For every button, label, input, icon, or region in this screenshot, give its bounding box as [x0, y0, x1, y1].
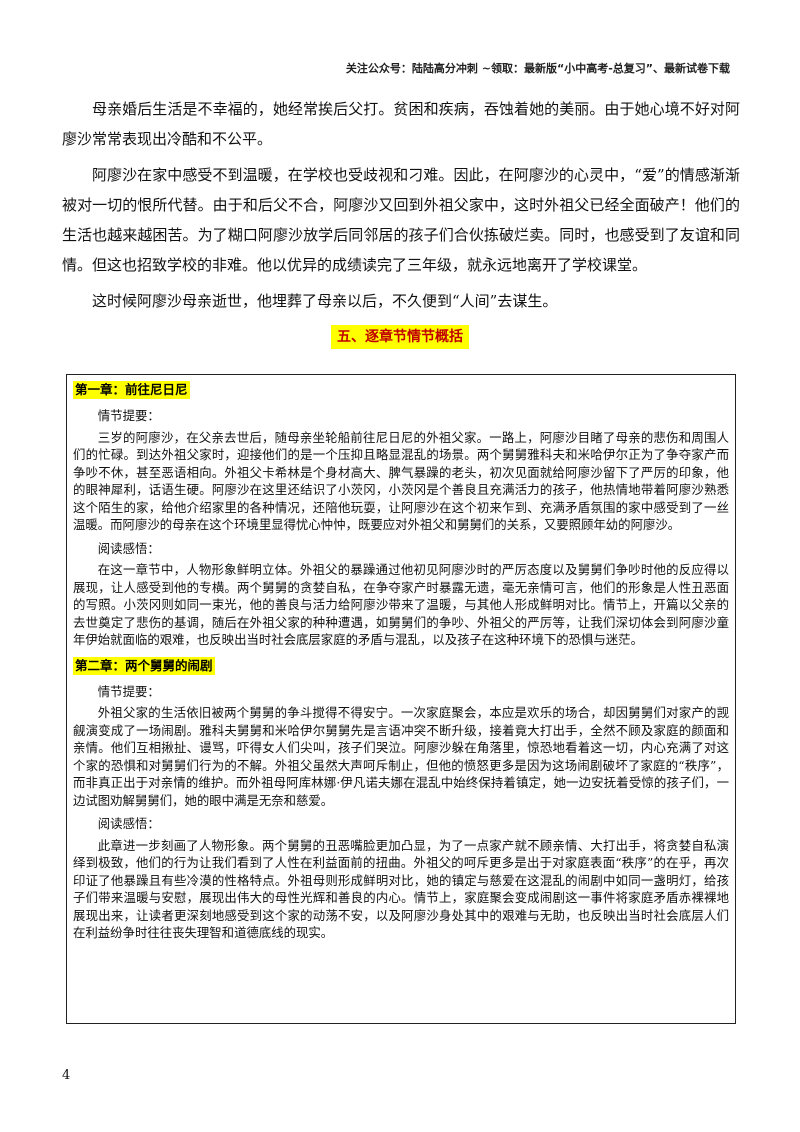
review-text: 在这一章节中，人物形象鲜明立体。外祖父的暴躁通过他初见阿廖沙时的严厉态度以及舅舅… — [73, 562, 729, 647]
plot-label: 情节提要： — [97, 408, 160, 423]
chapter-2: 第二章：两个舅舅的闹剧 情节提要： 外祖父家的生活依旧被两个舅舅的争斗搅得不得安… — [73, 655, 729, 942]
review-text: 此章进一步刻画了人物形象。两个舅舅的丑恶嘴脸更加凸显，为了一点家产就不顾亲情、大… — [73, 837, 729, 941]
page-header: 关注公众号：陆陆高分冲刺 ~领取：最新版“小中高考-总复习”、最新试卷下载 — [345, 62, 730, 75]
chapter-title: 第二章：两个舅舅的闹剧 — [73, 656, 215, 675]
review-label: 阅读感悟： — [97, 816, 160, 831]
intro-text: 母亲婚后生活是不幸福的，她经常挨后父打。贫困和疾病，吞蚀着她的美丽。由于她心境不… — [62, 94, 740, 322]
intro-paragraph: 阿廖沙在家中感受不到温暖，在学校也受歧视和刁难。因此，在阿廖沙的心灵中，“爱”的… — [62, 166, 740, 274]
intro-paragraph: 母亲婚后生活是不幸福的，她经常挨后父打。贫困和疾病，吞蚀着她的美丽。由于她心境不… — [62, 100, 740, 148]
page-number: 4 — [62, 1068, 71, 1083]
plot-label: 情节提要： — [97, 683, 160, 699]
chapter-1: 第一章：前往尼日尼 情节提要： 三岁的阿廖沙，在父亲去世后，随母亲坐轮船前往尼日… — [73, 379, 729, 649]
chapter-title: 第一章：前往尼日尼 — [73, 381, 190, 399]
review-label: 阅读感悟： — [97, 540, 160, 556]
chapter-summary-box: 第一章：前往尼日尼 情节提要： 三岁的阿廖沙，在父亲去世后，随母亲坐轮船前往尼日… — [66, 374, 736, 1024]
section-heading: 五、逐章节情节概括 — [0, 325, 800, 349]
section-title: 五、逐章节情节概括 — [331, 325, 469, 349]
plot-text: 外祖父家的生活依旧被两个舅舅的争斗搅得不得安宁。一次家庭聚会，本应是欢乐的场合，… — [73, 705, 729, 808]
plot-text: 三岁的阿廖沙，在父亲去世后，随母亲坐轮船前往尼日尼的外祖父家。一路上，阿廖沙目睹… — [73, 429, 729, 533]
intro-paragraph: 这时候阿廖沙母亲逝世，他埋葬了母亲以后，不久便到“人间”去谋生。 — [92, 292, 558, 310]
